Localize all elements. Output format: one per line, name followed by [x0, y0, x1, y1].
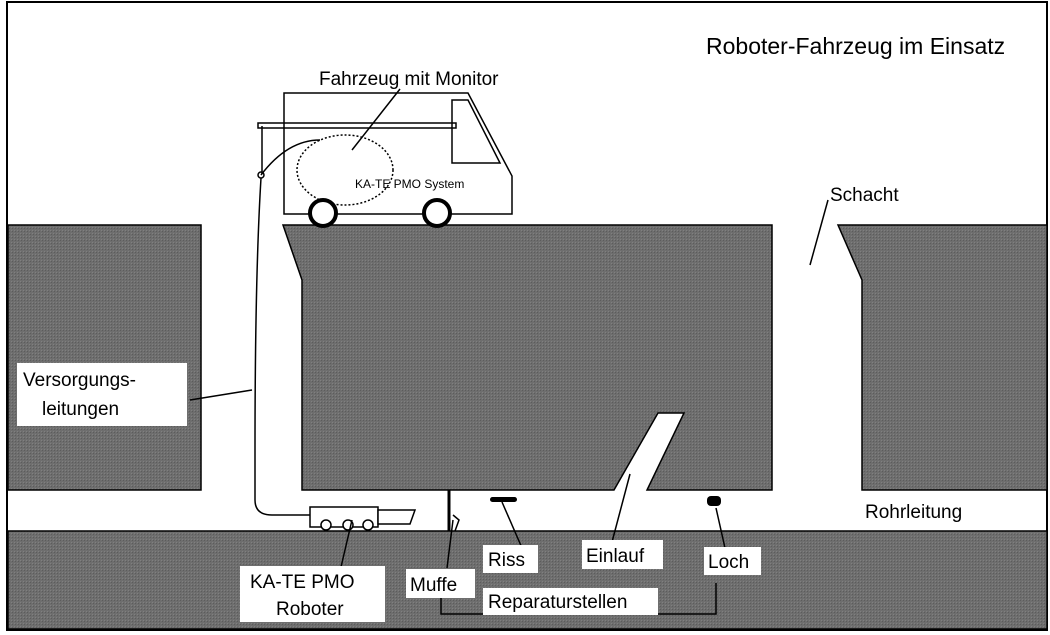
ground-block-center: [281, 224, 773, 491]
ground-blocks: [7, 224, 1048, 630]
vehicle-body: [283, 92, 513, 215]
repairs-label: Reparaturstellen: [488, 592, 627, 613]
cable-reel: [296, 134, 394, 206]
supply-label-line2: leitungen: [42, 399, 119, 420]
wheel-front: [308, 198, 338, 228]
pipeline-label: Rohrleitung: [865, 502, 962, 523]
vehicle: [257, 92, 513, 228]
robot-wheel-1: [320, 519, 332, 531]
hole-mark: [707, 496, 721, 506]
system-label: KA-TE PMO System: [355, 177, 464, 191]
reel-cable: [260, 139, 321, 176]
vehicle-window: [451, 99, 502, 164]
ground-block-right: [836, 224, 1048, 491]
wheel-rear: [422, 198, 452, 228]
crack-label: Riss: [488, 550, 525, 571]
robot-label-line1: KA-TE PMO: [250, 572, 355, 593]
crack-mark: [490, 497, 517, 502]
hole-label: Loch: [708, 552, 749, 573]
supply-cable: [254, 177, 310, 516]
sleeve-mark: [452, 514, 460, 532]
inlet-label: Einlauf: [586, 546, 645, 567]
sleeve-label: Muffe: [410, 575, 457, 596]
diagram-title: Roboter-Fahrzeug im Einsatz: [706, 33, 1005, 59]
shaft-label: Schacht: [830, 185, 899, 206]
robot-head: [377, 509, 417, 525]
ground-block-left: [7, 224, 202, 491]
robot-label-line2: Roboter: [276, 599, 344, 620]
boom-arm: [257, 122, 457, 129]
robot: [309, 506, 417, 531]
vehicle-label: Fahrzeug mit Monitor: [319, 69, 499, 90]
supply-label-line1: Versorgungs-: [23, 370, 136, 391]
robot-wheel-3: [362, 519, 374, 531]
label-boxes: [17, 363, 761, 622]
